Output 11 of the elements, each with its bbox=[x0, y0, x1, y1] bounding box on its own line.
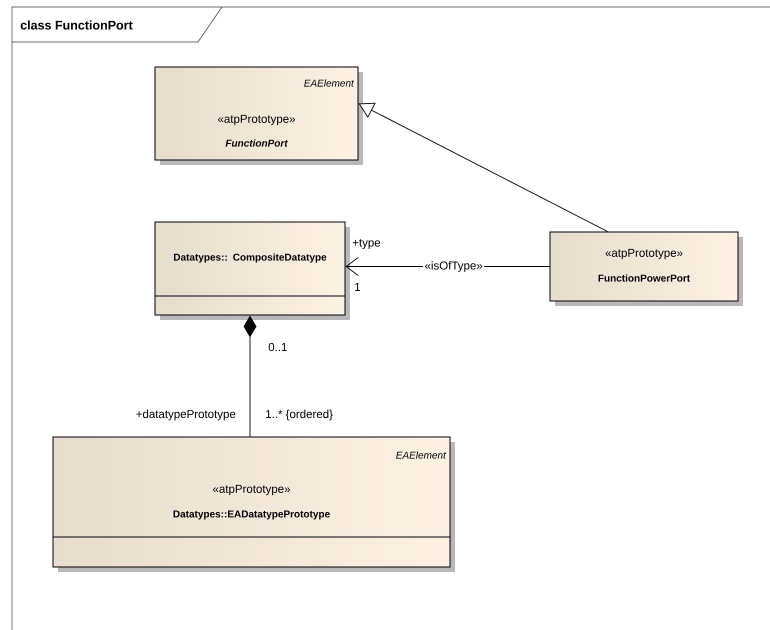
edge-label: «isOfType» bbox=[423, 260, 484, 274]
role-label: +datatypePrototype bbox=[136, 410, 236, 420]
class-box: EAElement «atpPrototype» Datatypes::EADatatypePrototype bbox=[52, 436, 455, 572]
class-box: EAElement «atpPrototype» FunctionPort bbox=[154, 66, 363, 165]
connector bbox=[358, 102, 608, 232]
role-label: 1..* {ordered} bbox=[266, 410, 333, 420]
class-box: «atpPrototype» FunctionPowerPort bbox=[550, 232, 743, 306]
class-box: Datatypes:: CompositeDatatype bbox=[154, 222, 350, 320]
frame-title: class FunctionPort bbox=[20, 20, 133, 30]
role-label: 0..1 bbox=[268, 342, 287, 352]
connector bbox=[244, 316, 256, 437]
